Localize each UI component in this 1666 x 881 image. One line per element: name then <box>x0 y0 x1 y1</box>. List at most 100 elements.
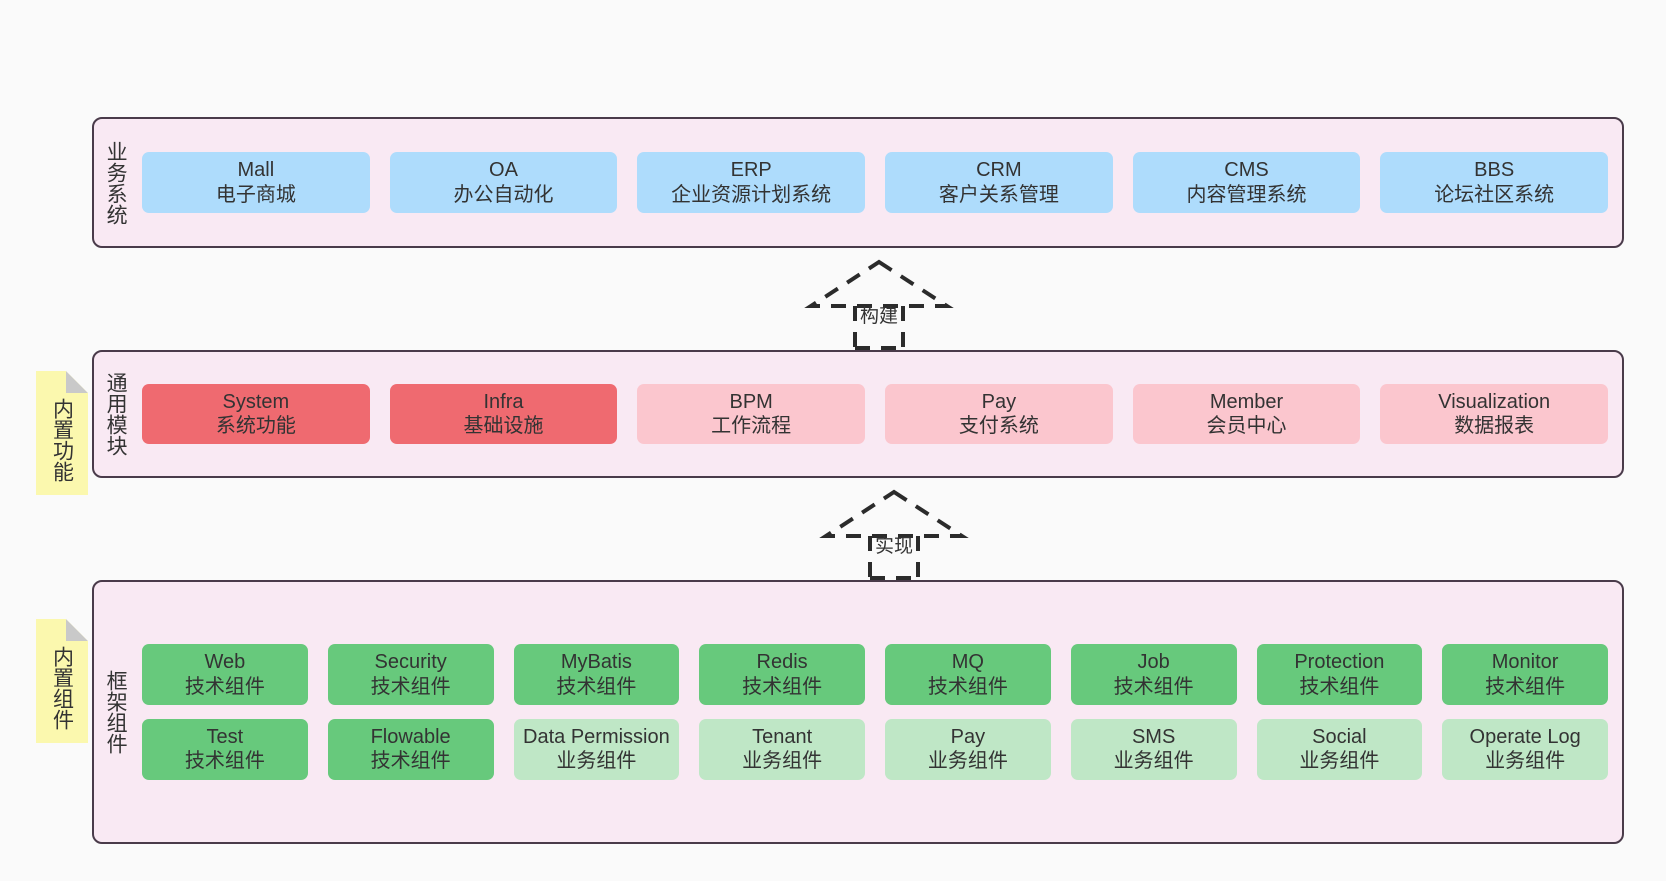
node-test[interactable]: Test 技术组件 <box>142 719 308 780</box>
node-bbs[interactable]: BBS 论坛社区系统 <box>1380 152 1609 213</box>
layer-title-business-system: 业务系统 <box>104 140 128 225</box>
node-pay-module[interactable]: Pay 支付系统 <box>885 383 1113 445</box>
node-mybatis[interactable]: MyBatis 技术组件 <box>513 644 680 705</box>
node-title: BPM <box>729 390 773 413</box>
node-title: Operate Log <box>1469 726 1581 748</box>
node-subtitle: 电子商城 <box>215 183 296 206</box>
node-subtitle: 业务组件 <box>1299 750 1380 773</box>
layer-common-module: 通用模块 System 系统功能 Infra 基础设施 BPM 工作流程 Pay… <box>92 350 1624 478</box>
node-title: Member <box>1209 390 1284 413</box>
node-title: Visualization <box>1438 390 1551 413</box>
node-subtitle: 数据报表 <box>1454 415 1535 437</box>
connector-implement: 实现 <box>814 488 974 580</box>
node-title: Data Permission <box>523 726 670 748</box>
node-subtitle: 技术组件 <box>184 750 265 773</box>
node-system[interactable]: System 系统功能 <box>142 383 370 445</box>
node-title: OA <box>489 159 518 182</box>
node-title: Tenant <box>752 726 813 748</box>
node-sms[interactable]: SMS 业务组件 <box>1070 719 1237 780</box>
note-builtin-function: 内置功能 <box>36 371 88 495</box>
node-erp[interactable]: ERP 企业资源计划系统 <box>637 152 866 213</box>
node-tenant[interactable]: Tenant 业务组件 <box>699 719 865 780</box>
node-title: ERP <box>730 159 772 182</box>
node-crm[interactable]: CRM 客户关系管理 <box>885 152 1113 213</box>
row-tech-components: Web 技术组件 Security 技术组件 MyBatis 技术组件 Redi… <box>142 644 1608 705</box>
node-flowable[interactable]: Flowable 技术组件 <box>327 719 494 780</box>
note-builtin-function-label: 内置功能 <box>50 398 74 482</box>
node-mq[interactable]: MQ 技术组件 <box>885 644 1051 705</box>
node-title: Mall <box>237 159 275 182</box>
node-oa[interactable]: OA 办公自动化 <box>389 152 618 213</box>
row-business-systems: Mall 电子商城 OA 办公自动化 ERP 企业资源计划系统 CRM 客户关系… <box>142 152 1609 213</box>
node-title: Web <box>204 651 246 674</box>
node-subtitle: 业务组件 <box>1113 750 1194 773</box>
node-operate-log[interactable]: Operate Log 业务组件 <box>1442 719 1608 780</box>
node-title: Flowable <box>370 726 451 748</box>
node-title: CRM <box>976 159 1022 182</box>
node-web[interactable]: Web 技术组件 <box>142 644 308 705</box>
node-subtitle: 业务组件 <box>1485 750 1566 773</box>
node-subtitle: 技术组件 <box>556 675 637 698</box>
node-subtitle: 技术组件 <box>184 675 265 698</box>
layer-framework-component: 框架组件 Web 技术组件 Security 技术组件 MyBatis 技术组件… <box>92 580 1624 844</box>
node-title: Job <box>1137 651 1170 674</box>
node-title: Test <box>206 726 244 748</box>
node-title: Pay <box>950 726 986 748</box>
node-subtitle: 客户关系管理 <box>938 183 1059 206</box>
node-subtitle: 业务组件 <box>927 750 1008 773</box>
node-mall[interactable]: Mall 电子商城 <box>142 152 370 213</box>
node-subtitle: 技术组件 <box>1113 675 1194 698</box>
node-title: Monitor <box>1491 651 1559 674</box>
node-subtitle: 会员中心 <box>1206 415 1287 437</box>
node-title: Protection <box>1294 651 1385 674</box>
row-common-modules: System 系统功能 Infra 基础设施 BPM 工作流程 Pay 支付系统… <box>142 383 1609 445</box>
node-bpm[interactable]: BPM 工作流程 <box>637 383 866 445</box>
node-title: MyBatis <box>560 651 632 674</box>
node-visualization[interactable]: Visualization 数据报表 <box>1380 383 1609 445</box>
node-title: MQ <box>951 651 984 674</box>
layer-body-business-system: Mall 电子商城 OA 办公自动化 ERP 企业资源计划系统 CRM 客户关系… <box>136 119 1622 246</box>
node-title: Security <box>374 651 447 674</box>
note-fold-icon <box>66 619 88 641</box>
layer-title-framework-component: 框架组件 <box>104 670 128 754</box>
node-pay-component[interactable]: Pay 业务组件 <box>885 719 1051 780</box>
note-builtin-component: 内置组件 <box>36 619 88 743</box>
dashed-generalization-arrow-icon <box>819 489 969 580</box>
layer-business-system: 业务系统 Mall 电子商城 OA 办公自动化 ERP 企业资源计划系统 CRM… <box>92 117 1624 248</box>
node-member[interactable]: Member 会员中心 <box>1132 383 1361 445</box>
node-cms[interactable]: CMS 内容管理系统 <box>1132 152 1361 213</box>
node-redis[interactable]: Redis 技术组件 <box>699 644 865 705</box>
note-builtin-component-label: 内置组件 <box>50 646 74 730</box>
layer-body-common-module: System 系统功能 Infra 基础设施 BPM 工作流程 Pay 支付系统… <box>136 352 1622 476</box>
node-subtitle: 办公自动化 <box>453 183 554 206</box>
row-business-components: Test 技术组件 Flowable 技术组件 Data Permission … <box>142 719 1608 780</box>
node-subtitle: 基础设施 <box>463 415 544 437</box>
connector-build: 构建 <box>799 258 959 350</box>
node-job[interactable]: Job 技术组件 <box>1070 644 1237 705</box>
node-subtitle: 业务组件 <box>556 750 637 773</box>
node-infra[interactable]: Infra 基础设施 <box>389 383 618 445</box>
node-data-permission[interactable]: Data Permission 业务组件 <box>513 719 680 780</box>
node-subtitle: 论坛社区系统 <box>1434 183 1555 206</box>
node-subtitle: 工作流程 <box>711 415 792 437</box>
node-social[interactable]: Social 业务组件 <box>1256 719 1423 780</box>
node-subtitle: 业务组件 <box>742 750 823 773</box>
node-title: Redis <box>756 651 808 674</box>
node-subtitle: 技术组件 <box>370 675 451 698</box>
node-protection[interactable]: Protection 技术组件 <box>1256 644 1423 705</box>
node-title: Infra <box>483 390 524 413</box>
node-subtitle: 内容管理系统 <box>1186 183 1307 206</box>
node-title: Pay <box>981 390 1017 413</box>
node-subtitle: 企业资源计划系统 <box>671 183 832 206</box>
node-subtitle: 支付系统 <box>958 415 1039 437</box>
node-monitor[interactable]: Monitor 技术组件 <box>1442 644 1608 705</box>
node-subtitle: 技术组件 <box>1485 675 1566 698</box>
node-title: BBS <box>1474 159 1515 182</box>
node-security[interactable]: Security 技术组件 <box>327 644 494 705</box>
dashed-generalization-arrow-icon <box>804 259 954 350</box>
node-subtitle: 技术组件 <box>370 750 451 773</box>
node-subtitle: 技术组件 <box>742 675 823 698</box>
node-title: SMS <box>1131 726 1176 748</box>
node-subtitle: 技术组件 <box>927 675 1008 698</box>
